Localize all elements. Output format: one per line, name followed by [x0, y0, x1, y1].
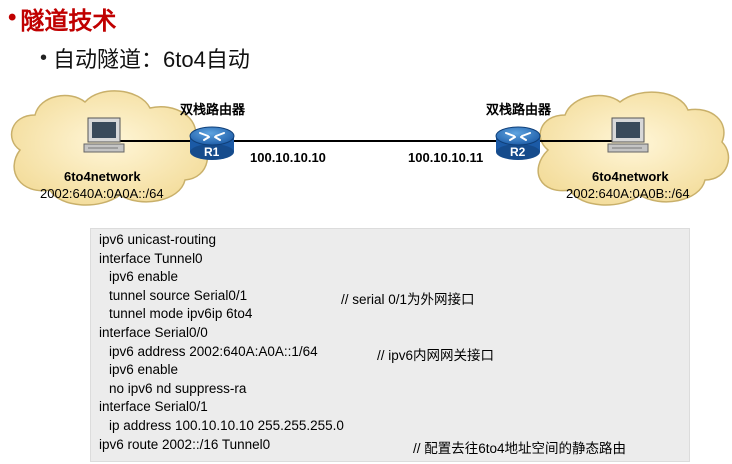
left-network-prefix: 2002:640A:0A0A::/64 [40, 186, 164, 201]
config-line: ipv6 route 2002::/16 Tunnel0 [99, 436, 271, 452]
slide-title: • 隧道技术 [8, 3, 117, 35]
slide-subtitle: • 自动隧道：6to4自动 [40, 44, 250, 73]
config-line: ipv6 address 2002:640A:A0A::1/64 [109, 343, 318, 359]
config-line: interface Serial0/0 [99, 325, 208, 340]
right-network-name: 6to4network [592, 169, 669, 184]
config-line: ip address 100.10.10.10 255.255.255.0 [109, 418, 344, 433]
config-comment: // 配置去往6to4地址空间的静态路由 [413, 440, 627, 456]
router-r1-label: R1 [204, 145, 220, 159]
config-comment: // serial 0/1为外网接口 [341, 291, 475, 307]
config-line: tunnel mode ipv6ip 6to4 [109, 306, 253, 322]
title-text: 隧道技术 [20, 7, 117, 35]
network-diagram [10, 90, 730, 206]
config-line: ipv6 unicast-routing [99, 232, 217, 247]
config-comment: // ipv6内网网关接口 [377, 347, 495, 363]
config-line: ipv6 enable [109, 362, 179, 378]
left-router-title: 双栈路由器 [180, 102, 246, 117]
right-network-prefix: 2002:640A:0A0B::/64 [566, 186, 690, 201]
right-router-title: 双栈路由器 [486, 102, 552, 117]
right-pc-icon [607, 117, 649, 153]
config-line: interface Serial0/1 [99, 399, 208, 415]
left-pc-icon [83, 117, 125, 153]
left-router-ip: 100.10.10.10 [250, 150, 326, 165]
config-code-block: ipv6 unicast-routing interface Tunnel0 ipv… [90, 228, 690, 462]
title-bullet: • [8, 4, 17, 31]
config-line: interface Tunnel0 [99, 250, 203, 266]
right-router-ip: 100.10.10.11 [408, 150, 484, 165]
config-line: ipv6 enable [109, 269, 179, 285]
config-line: tunnel source Serial0/1 [109, 287, 248, 303]
subtitle-bullet: • [40, 46, 48, 69]
subtitle-text: 自动隧道：6to4自动 [53, 47, 250, 72]
config-line: no ipv6 nd suppress-ra [109, 380, 247, 396]
router-r1-icon [189, 126, 235, 160]
left-network-name: 6to4network [64, 169, 141, 184]
router-r2-icon [495, 126, 541, 160]
router-r2-label: R2 [510, 145, 526, 159]
